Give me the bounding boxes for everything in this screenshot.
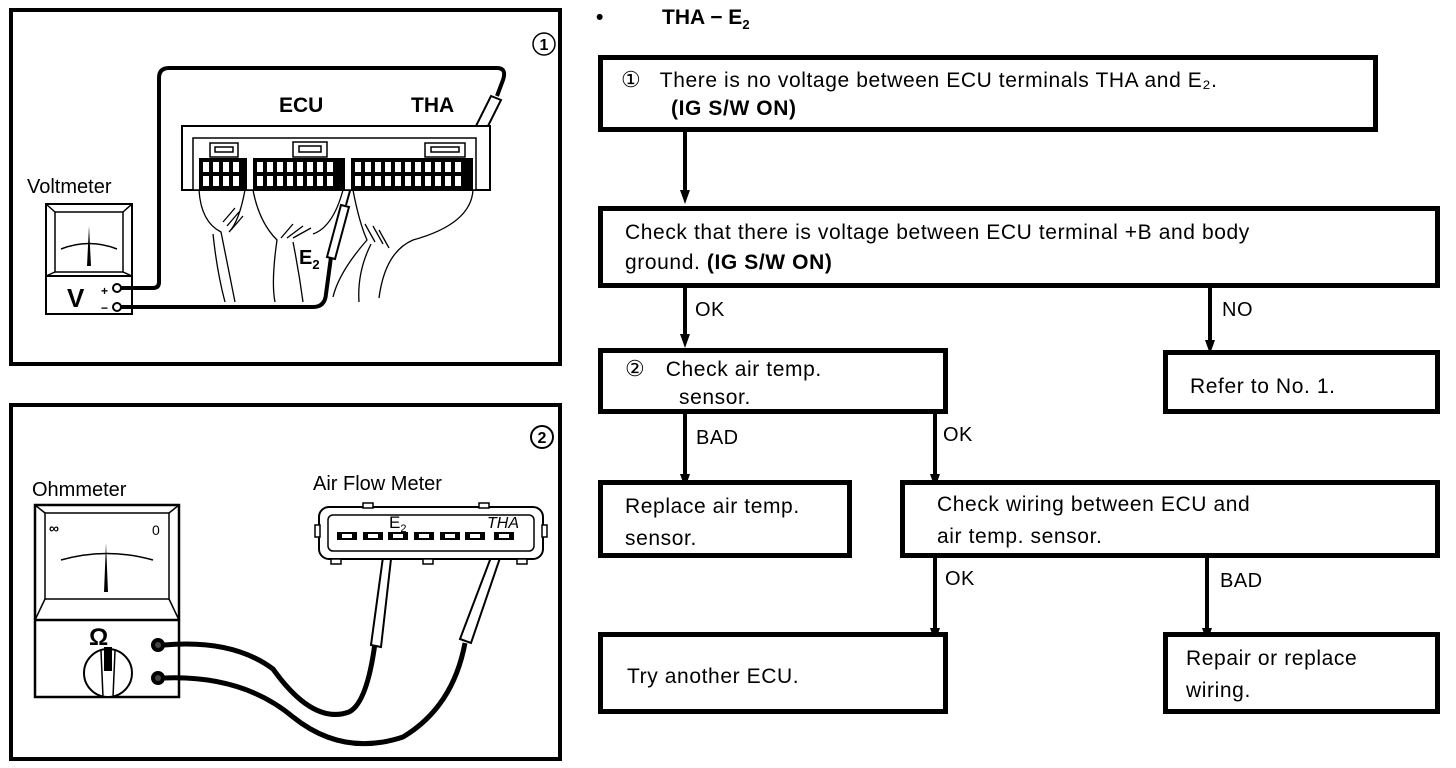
section-title: THA − E2	[662, 6, 750, 33]
tha-pin-label: THA	[487, 515, 519, 532]
voltmeter-icon: V + −	[45, 203, 133, 315]
step-1-text: There is no voltage between ECU terminal…	[659, 69, 1218, 92]
check-b-text-line2: ground. (IG S/W ON)	[625, 251, 833, 274]
air-flow-meter-connector-icon	[314, 502, 548, 565]
e2-terminal-label: E2	[299, 247, 320, 272]
arrow-down-icon	[680, 334, 690, 348]
check-wiring-text-line1: Check wiring between ECU and	[937, 493, 1251, 516]
step-1-number: ①	[621, 67, 642, 92]
figure-1-number-circle	[532, 32, 556, 56]
bullet: •	[596, 6, 604, 29]
figure-1-illustration: 1 Voltmeter V + −	[27, 32, 556, 315]
refer-text: Refer to No. 1.	[1190, 375, 1336, 398]
branch-label-ok: OK	[943, 424, 973, 446]
flow-refer-box: Refer to No. 1.	[1163, 350, 1440, 414]
step-1-condition: (IG S/W ON)	[671, 97, 797, 120]
branch-label-ok: OK	[695, 299, 725, 321]
test-lead-2	[163, 642, 468, 747]
repair-wiring-text-line2: wiring.	[1186, 679, 1251, 702]
connector-bad-2	[683, 414, 687, 478]
replace-sensor-text-line1: Replace air temp.	[625, 495, 800, 518]
arrow-down-icon	[1205, 340, 1215, 354]
flow-check-wiring-box: Check wiring between ECU and air temp. s…	[900, 480, 1440, 558]
e2-pin-label: E2	[389, 513, 406, 535]
flow-step-1-box: ① There is no voltage between ECU termin…	[598, 55, 1378, 132]
flow-step-2-box: ② Check air temp. sensor.	[598, 348, 948, 414]
branch-label-no: NO	[1222, 299, 1253, 321]
flow-replace-sensor-box: Replace air temp. sensor.	[598, 480, 852, 558]
repair-wiring-text-line1: Repair or replace	[1186, 647, 1358, 670]
figure-2-number-circle	[530, 425, 554, 449]
svg-text:0: 0	[152, 522, 160, 538]
branch-label-bad: BAD	[696, 427, 739, 449]
arrow-down-icon	[680, 190, 690, 204]
flow-try-ecu-box: Try another ECU.	[598, 632, 948, 714]
connector-step1-to-check	[683, 132, 687, 194]
figure-2-number: 2	[538, 430, 547, 447]
ohmmeter-icon: ∞ 0 Ω	[33, 503, 181, 699]
positive-test-lead	[121, 66, 507, 290]
svg-text:Ω: Ω	[89, 624, 108, 651]
figure-2-ohmmeter-panel: 2 Ohmmeter ∞ 0 Ω	[9, 403, 562, 761]
check-b-text-line1: Check that there is voltage between ECU …	[625, 221, 1250, 244]
branch-label-bad: BAD	[1220, 570, 1263, 592]
figure-1-number: 1	[540, 37, 549, 54]
test-lead-1	[163, 641, 378, 717]
connector-no-1	[1208, 288, 1212, 342]
svg-text:V: V	[67, 283, 85, 313]
svg-text:+: +	[101, 284, 108, 298]
wire-harness-icon	[198, 189, 474, 303]
connector-ok-1	[683, 288, 687, 338]
flow-repair-wiring-box: Repair or replace wiring.	[1163, 632, 1440, 714]
connector-bad-3	[1205, 558, 1209, 632]
negative-test-lead	[121, 256, 333, 309]
ohmmeter-label: Ohmmeter	[32, 479, 127, 501]
svg-text:∞: ∞	[49, 520, 59, 536]
branch-label-ok: OK	[945, 568, 975, 590]
step-2-text-line2: sensor.	[679, 386, 751, 409]
air-flow-meter-label: Air Flow Meter	[313, 473, 442, 495]
connector-ok-3	[933, 558, 937, 632]
replace-sensor-text-line2: sensor.	[625, 527, 697, 550]
svg-text:−: −	[101, 301, 108, 315]
ecu-label: ECU	[279, 94, 323, 117]
flow-check-b-box: Check that there is voltage between ECU …	[598, 206, 1440, 288]
figure-1-voltmeter-panel: 1 Voltmeter V + −	[9, 8, 562, 366]
ecu-connector-icon	[181, 125, 491, 191]
tha-terminal-label: THA	[411, 94, 454, 117]
figure-2-illustration: 2 Ohmmeter ∞ 0 Ω	[32, 425, 554, 747]
voltmeter-label: Voltmeter	[27, 176, 112, 198]
step-2-number: ②	[625, 356, 646, 381]
check-wiring-text-line2: air temp. sensor.	[937, 525, 1103, 548]
step-2-text-line1: Check air temp.	[665, 358, 822, 381]
connector-ok-2	[933, 414, 937, 478]
try-ecu-text: Try another ECU.	[627, 665, 800, 688]
